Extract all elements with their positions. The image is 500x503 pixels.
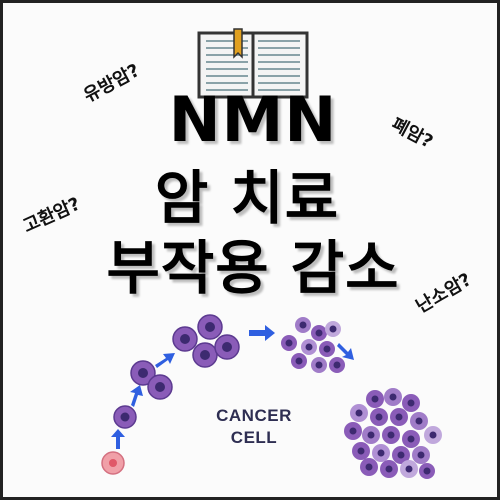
cell-cluster <box>281 317 345 373</box>
cancer-cell-diagram <box>101 314 442 479</box>
title-line-3: 부작용 감소 <box>106 234 400 302</box>
illustration-layer <box>101 28 442 479</box>
title-line-1: NMN <box>168 83 338 156</box>
tumor-mass <box>344 388 442 479</box>
cancer-cell-label: CANCER CELL <box>199 405 309 449</box>
cancer-label-line-1: CANCER <box>216 406 292 425</box>
book-icon <box>197 28 309 99</box>
arrow-icon <box>111 325 354 449</box>
title-line-2: 암 치료 <box>154 164 340 232</box>
normal-cell-icon <box>101 451 125 475</box>
cancer-label-line-2: CELL <box>230 428 278 447</box>
cell-group <box>172 314 240 368</box>
cell-icon <box>113 405 137 429</box>
cell-pair <box>130 360 173 400</box>
